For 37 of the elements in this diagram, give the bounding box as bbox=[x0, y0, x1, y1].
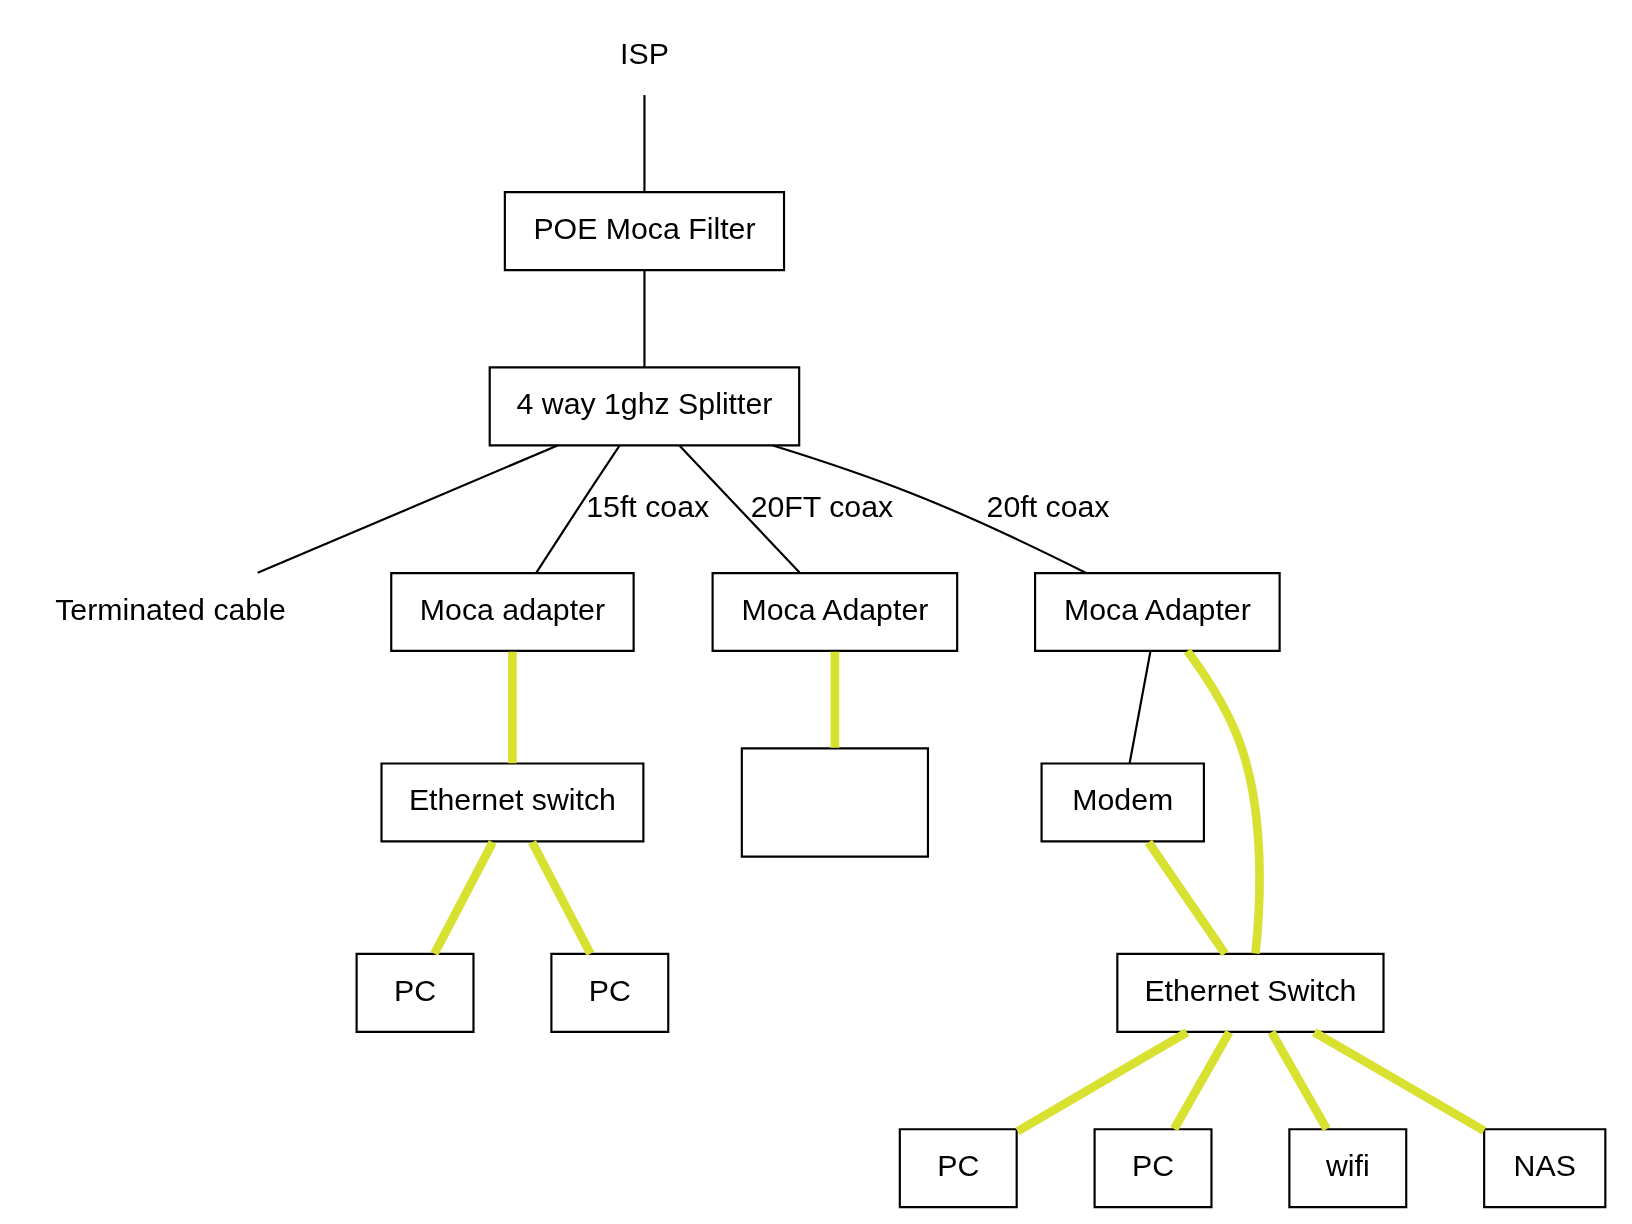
node-box: Moca adapter bbox=[389, 571, 635, 653]
connector bbox=[534, 444, 621, 574]
edge-label: 20FT coax bbox=[750, 490, 893, 524]
connector bbox=[507, 651, 517, 764]
connector bbox=[1014, 1028, 1189, 1136]
node-box: PC bbox=[355, 952, 475, 1033]
connector bbox=[430, 840, 497, 956]
node-box: 4 way 1ghz Splitter bbox=[488, 366, 800, 447]
connector bbox=[527, 840, 594, 956]
node-box: PC bbox=[898, 1128, 1018, 1209]
node-box: Moca Adapter bbox=[711, 571, 958, 653]
connector bbox=[1183, 648, 1264, 954]
connector bbox=[256, 444, 558, 574]
node-box: POE Moca Filter bbox=[503, 191, 785, 272]
node-box: Moca Adapter bbox=[1033, 571, 1281, 653]
connector bbox=[1169, 1030, 1233, 1132]
connector bbox=[642, 270, 646, 368]
node-box: Modem bbox=[1040, 762, 1205, 843]
node-box: Ethernet switch bbox=[379, 762, 644, 843]
node-box: Ethernet Switch bbox=[1115, 952, 1385, 1033]
node-box: PC bbox=[1093, 1128, 1213, 1209]
connector bbox=[1267, 1030, 1330, 1132]
node-text: Terminated cable bbox=[54, 593, 286, 627]
connector bbox=[1311, 1028, 1486, 1135]
connector bbox=[1128, 651, 1151, 764]
node-text: ISP bbox=[619, 36, 669, 70]
connector bbox=[642, 95, 646, 192]
connector bbox=[678, 444, 800, 574]
connector bbox=[1144, 839, 1229, 957]
node-box bbox=[740, 747, 929, 858]
connector bbox=[772, 444, 1087, 574]
node-box: wifi bbox=[1287, 1128, 1407, 1209]
edge-label: 20ft coax bbox=[986, 490, 1110, 524]
connector bbox=[830, 651, 839, 748]
node-box: NAS bbox=[1482, 1128, 1606, 1209]
edge-label: 15ft coax bbox=[585, 490, 709, 524]
node-box: PC bbox=[549, 952, 669, 1033]
